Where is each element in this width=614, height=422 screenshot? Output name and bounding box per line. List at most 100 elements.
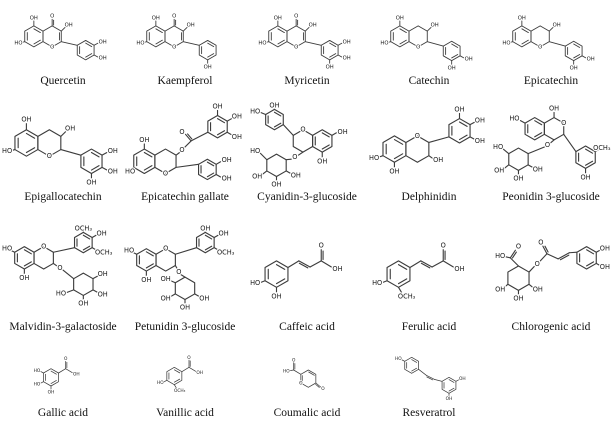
svg-text:HO: HO (34, 368, 41, 374)
compound-name: Quercetin (40, 75, 86, 87)
svg-text:OH: OH (446, 396, 453, 402)
svg-text:O: O (292, 153, 297, 161)
svg-text:HO: HO (258, 40, 266, 46)
svg-text:OH: OH (448, 65, 456, 71)
compound-name: Coumalic acid (273, 407, 341, 420)
svg-text:O: O (187, 355, 191, 361)
svg-text:OCH₃: OCH₃ (593, 144, 611, 152)
svg-text:OH: OH (553, 23, 561, 29)
svg-text:HO: HO (395, 356, 402, 362)
compound-name: Kaempferol (157, 75, 213, 87)
svg-text:OH: OH (513, 175, 523, 183)
svg-text:OH: OH (274, 15, 282, 21)
svg-text:OH: OH (161, 295, 171, 303)
svg-text:OH: OH (73, 372, 80, 378)
svg-text:OH: OH (271, 293, 281, 301)
svg-text:HO: HO (283, 369, 290, 375)
svg-text:OH: OH (326, 65, 334, 71)
svg-text:O: O (163, 245, 168, 253)
svg-text:O: O (50, 14, 54, 20)
svg-text:O: O (321, 386, 325, 392)
svg-text:OH: OH (271, 181, 281, 189)
svg-text:HO: HO (495, 252, 505, 260)
svg-text:OH: OH (200, 225, 210, 233)
svg-text:OH: OH (19, 274, 29, 282)
svg-text:O: O (50, 44, 54, 50)
svg-text:HO: HO (502, 40, 510, 46)
svg-text:OH: OH (152, 15, 160, 21)
compound-name: Gallic acid (37, 407, 89, 420)
svg-text:OH: OH (86, 179, 96, 187)
svg-text:O: O (545, 141, 550, 149)
svg-text:O: O (538, 239, 543, 247)
svg-text:OH: OH (338, 128, 348, 136)
svg-text:HO: HO (124, 247, 134, 255)
svg-text:OH: OH (199, 295, 209, 303)
svg-text:OH: OH (232, 113, 242, 121)
compound-name: Delphinidin (401, 191, 457, 204)
svg-text:O: O (538, 44, 542, 50)
svg-text:OH: OH (161, 275, 171, 283)
svg-text:OH: OH (252, 173, 262, 181)
compound-name: Chlorogenic acid (511, 321, 591, 334)
svg-text:OH: OH (222, 156, 232, 164)
svg-text:O: O (41, 243, 46, 251)
svg-text:OH: OH (513, 295, 523, 303)
svg-text:OH: OH (549, 105, 559, 113)
compound-name: Resveratrol (402, 407, 456, 420)
svg-text:O: O (415, 132, 420, 140)
svg-text:HO: HO (2, 245, 12, 253)
compound-name: Petunidin 3-glucoside (134, 321, 236, 334)
compound-name: Epigallocatechin (24, 191, 102, 204)
svg-text:O: O (516, 243, 521, 251)
svg-text:HO: HO (250, 108, 260, 116)
svg-text:HO: HO (250, 147, 260, 155)
svg-text:O: O (441, 242, 446, 250)
svg-text:O: O (176, 268, 181, 276)
svg-text:O: O (319, 242, 324, 250)
svg-text:OH: OH (180, 304, 190, 312)
svg-text:O: O (535, 260, 540, 268)
svg-text:OH: OH (533, 166, 543, 174)
svg-text:HO: HO (34, 382, 41, 388)
svg-text:HO: HO (136, 40, 144, 46)
svg-text:O: O (416, 44, 420, 50)
svg-text:HO: HO (493, 143, 503, 151)
svg-text:O: O (57, 264, 62, 272)
svg-text:OH: OH (219, 230, 229, 238)
svg-text:OH: OH (108, 147, 118, 155)
svg-text:OH: OH (454, 265, 464, 273)
svg-text:O: O (299, 381, 303, 387)
svg-text:HO: HO (380, 40, 388, 46)
svg-text:HO: HO (157, 380, 164, 386)
svg-text:OH: OH (141, 276, 151, 284)
compound-name: Myricetin (284, 75, 330, 87)
svg-text:OH: OH (475, 117, 485, 125)
svg-text:O: O (561, 119, 566, 127)
svg-text:O: O (292, 358, 296, 364)
svg-text:OH: OH (99, 40, 107, 46)
svg-text:OH: OH (580, 174, 590, 182)
